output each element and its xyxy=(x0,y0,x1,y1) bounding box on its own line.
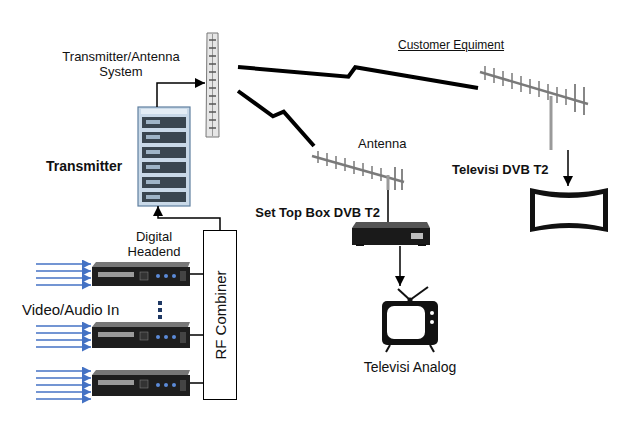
node-label: Televisi DVB T2 xyxy=(452,162,549,177)
node-label: Televisi Analog xyxy=(364,360,457,375)
rf-combiner-box: RF Combiner xyxy=(203,230,237,400)
node-label: Digital Headend xyxy=(122,229,186,259)
customer-antenna: Customer Equiment xyxy=(476,66,592,150)
signal-connector xyxy=(190,274,203,383)
wireless-link xyxy=(238,67,478,88)
yagi-antenna xyxy=(480,66,588,150)
node-label: Transmitter xyxy=(46,159,122,174)
node-label: Set Top Box DVB T2 xyxy=(255,205,380,220)
signal-connector xyxy=(399,246,401,286)
node-label: Transmitter/Antenna System xyxy=(55,49,187,79)
dvb-t2-tv: Televisi DVB T2 xyxy=(528,186,610,234)
set-top-box xyxy=(352,222,430,246)
set-top-box: Set Top Box DVB T2 xyxy=(352,222,430,246)
node-label: Customer Equiment xyxy=(398,38,504,53)
input-arrows xyxy=(36,264,91,399)
digital-headend: Digital Headend xyxy=(92,260,190,400)
signal-connector xyxy=(157,83,205,107)
antenna-mast xyxy=(206,33,219,137)
signal-connector xyxy=(158,206,220,230)
node-label: Antenna xyxy=(358,136,406,151)
antenna-mast: Transmitter/Antenna System xyxy=(205,33,220,137)
transmitter-rack xyxy=(138,107,190,206)
wireless-link xyxy=(238,91,314,146)
node-label: RF Combiner xyxy=(213,270,228,359)
analog-tv: Televisi Analog xyxy=(380,286,440,352)
yagi-antenna xyxy=(312,151,404,190)
curved-tv xyxy=(530,188,608,232)
headend-units xyxy=(92,262,190,396)
input-label: Video/Audio In xyxy=(22,302,119,317)
analog-tv xyxy=(382,287,438,352)
yagi-antenna: Antenna xyxy=(310,150,410,190)
signal-connector xyxy=(567,150,569,186)
signal-connector xyxy=(387,190,389,222)
transmitter-rack: Transmitter xyxy=(138,107,190,206)
